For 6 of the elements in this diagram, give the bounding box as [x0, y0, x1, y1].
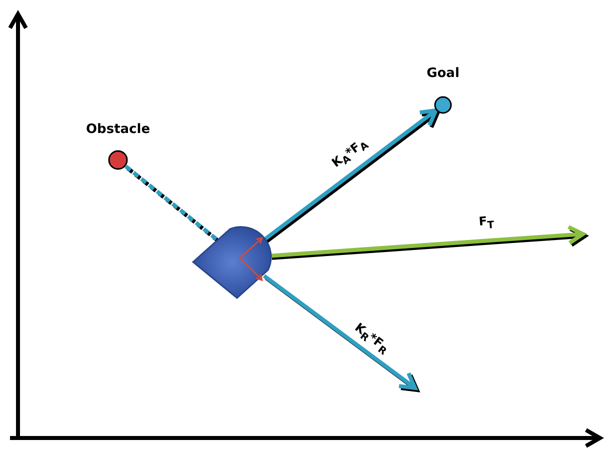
node-label: Obstacle [84, 122, 152, 137]
dashed-line [124, 164, 218, 241]
arrow [262, 274, 417, 390]
arrow [262, 108, 438, 242]
arrow [270, 225, 585, 258]
node-label: Goal [426, 66, 460, 81]
